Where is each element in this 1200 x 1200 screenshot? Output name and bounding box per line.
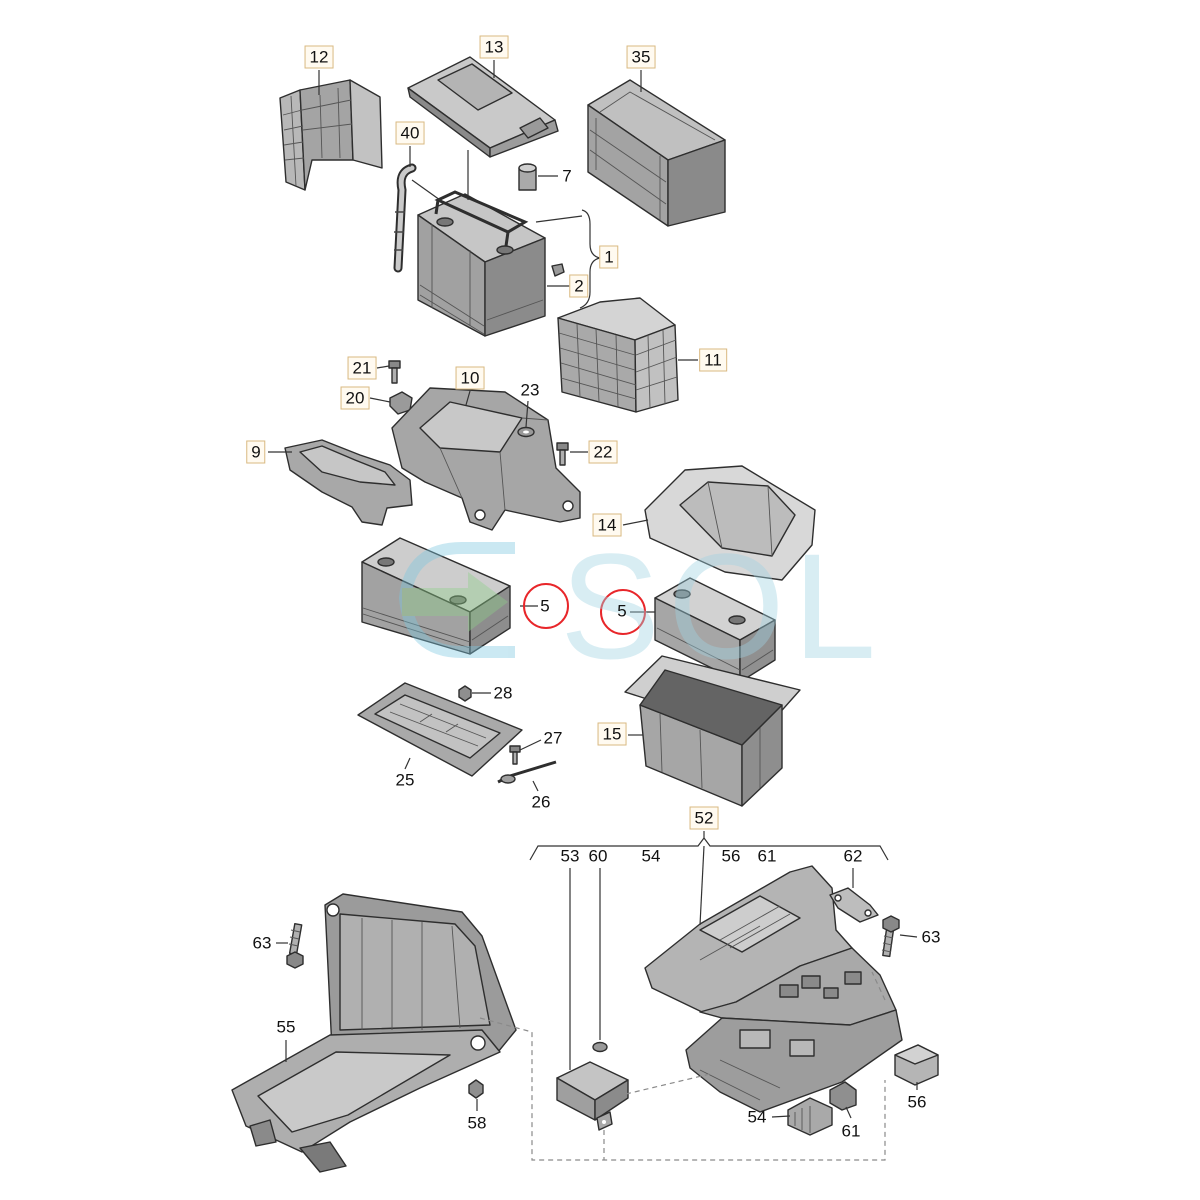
callout-27: 27 bbox=[543, 728, 563, 748]
bolt bbox=[556, 442, 569, 466]
vent-plug bbox=[518, 163, 537, 191]
fuse-box bbox=[644, 865, 903, 1113]
watermark: SOL bbox=[398, 522, 884, 690]
callout-9: 9 bbox=[246, 440, 266, 464]
callout-5-left: 5 bbox=[540, 596, 550, 616]
callout-54-top: 54 bbox=[641, 846, 661, 866]
callout-11: 11 bbox=[699, 348, 727, 372]
callout-54-bottom: 54 bbox=[747, 1107, 767, 1127]
callout-21: 21 bbox=[347, 356, 377, 380]
bolt bbox=[509, 745, 521, 765]
callout-25: 25 bbox=[395, 770, 415, 790]
callout-63-right: 63 bbox=[921, 927, 941, 947]
battery-right bbox=[654, 577, 776, 683]
relay-module bbox=[556, 1061, 629, 1131]
nut bbox=[458, 685, 472, 702]
nut bbox=[592, 1041, 608, 1053]
callout-62: 62 bbox=[843, 846, 863, 866]
callout-10: 10 bbox=[455, 366, 485, 390]
callout-23: 23 bbox=[520, 380, 540, 400]
callout-7: 7 bbox=[562, 166, 572, 186]
callout-53: 53 bbox=[560, 846, 580, 866]
battery-insulation-box bbox=[587, 79, 726, 227]
callout-20: 20 bbox=[340, 386, 370, 410]
side-insulation-panel bbox=[279, 79, 383, 191]
callout-56-top: 56 bbox=[721, 846, 741, 866]
screw bbox=[551, 263, 565, 277]
callout-2: 2 bbox=[569, 274, 589, 298]
callout-14: 14 bbox=[592, 513, 622, 537]
nut bbox=[468, 1079, 484, 1099]
tray-plate bbox=[357, 682, 523, 777]
hold-down-clamp bbox=[497, 760, 557, 784]
battery-box bbox=[624, 655, 801, 807]
watermark-text: SOL bbox=[560, 522, 884, 690]
watermark-logo bbox=[398, 542, 515, 658]
insulation-sleeve bbox=[557, 297, 679, 413]
callout-22: 22 bbox=[588, 440, 618, 464]
battery-tray-bracket bbox=[391, 387, 581, 531]
bolt-left bbox=[286, 923, 304, 969]
callout-52: 52 bbox=[689, 806, 719, 830]
battery-left bbox=[361, 537, 511, 655]
battery-carrier bbox=[231, 893, 517, 1173]
callout-35: 35 bbox=[626, 45, 656, 69]
callout-58: 58 bbox=[467, 1113, 487, 1133]
bolt-right bbox=[881, 915, 900, 958]
callout-12: 12 bbox=[304, 45, 334, 69]
callout-15: 15 bbox=[597, 722, 627, 746]
callout-5-right: 5 bbox=[617, 601, 627, 621]
fuse bbox=[829, 1081, 857, 1111]
callout-63-left: 63 bbox=[252, 933, 272, 953]
callout-61-top: 61 bbox=[757, 846, 777, 866]
callout-1: 1 bbox=[599, 245, 619, 269]
callout-56-bottom: 56 bbox=[907, 1092, 927, 1112]
callout-28: 28 bbox=[493, 683, 513, 703]
bolt bbox=[388, 360, 401, 384]
connector bbox=[894, 1044, 939, 1086]
highlight-circles bbox=[523, 583, 646, 635]
highlight-circle-left bbox=[523, 583, 569, 629]
fuse bbox=[829, 887, 879, 923]
callout-13: 13 bbox=[479, 35, 509, 59]
connector bbox=[787, 1097, 833, 1136]
washer bbox=[517, 426, 535, 438]
battery-top-cover bbox=[407, 56, 559, 158]
callout-26: 26 bbox=[531, 792, 551, 812]
battery-box-cover bbox=[644, 465, 816, 581]
callout-40: 40 bbox=[395, 121, 425, 145]
highlight-circle-right bbox=[600, 589, 646, 635]
callout-60: 60 bbox=[588, 846, 608, 866]
dashed-assembly-lines bbox=[479, 971, 886, 1161]
battery bbox=[417, 190, 546, 337]
support-bracket bbox=[284, 439, 413, 526]
callout-55: 55 bbox=[276, 1017, 296, 1037]
vent-tube bbox=[393, 163, 417, 273]
leader-lines bbox=[268, 60, 918, 1119]
callout-61-bottom: 61 bbox=[841, 1121, 861, 1141]
